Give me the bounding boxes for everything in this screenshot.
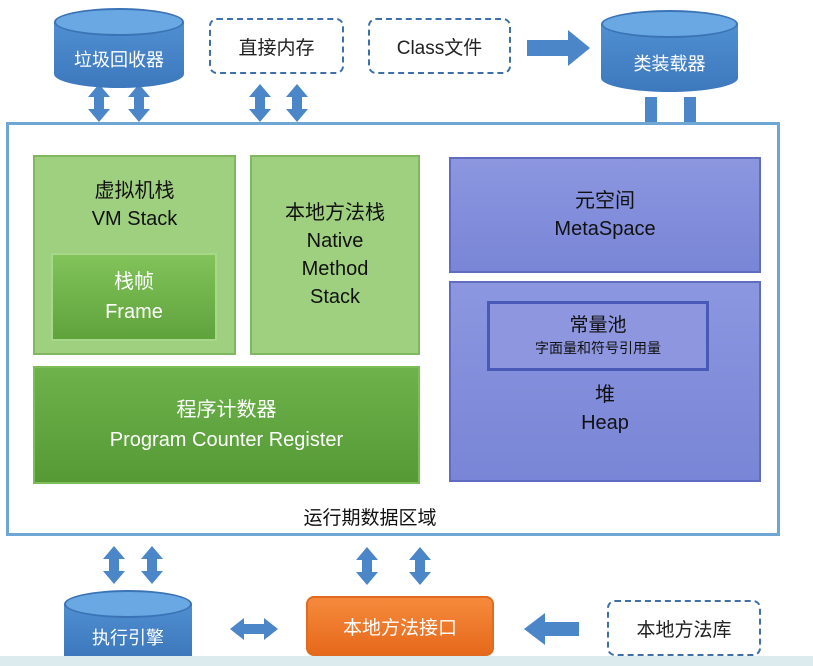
- class-loader-label: 类装载器: [633, 54, 706, 74]
- native-stack-line1: Native: [306, 230, 364, 252]
- cylinder-top: [64, 590, 192, 618]
- exec-arrow-left: [103, 546, 125, 584]
- heap-zh: 堆: [595, 384, 615, 406]
- execution-engine-cylinder: 执行引擎: [64, 590, 192, 656]
- vm-stack-en: VM Stack: [91, 208, 178, 230]
- frame-en: Frame: [105, 301, 163, 323]
- garbage-collector-label: 垃圾回收器: [74, 50, 164, 70]
- native-method-stack-box: 本地方法栈 Native Method Stack: [250, 155, 420, 355]
- class-loader-cylinder: 类装载器: [601, 10, 738, 92]
- native-stack-line2: Method: [301, 258, 369, 280]
- heap-en: Heap: [581, 412, 629, 434]
- program-counter-box: 程序计数器 Program Counter Register: [33, 366, 420, 484]
- heap-box: 常量池 字面量和符号引用量 堆 Heap: [449, 281, 761, 482]
- garbage-collector-cylinder: 垃圾回收器: [54, 8, 184, 88]
- constant-pool-box: 常量池 字面量和符号引用量: [487, 301, 709, 371]
- native-method-interface-box: 本地方法接口: [306, 596, 494, 656]
- direct-memory-arrow-right: [286, 84, 308, 122]
- direct-memory-arrow-left: [249, 84, 271, 122]
- vm-stack-zh: 虚拟机栈: [94, 180, 175, 202]
- class-file-box: Class文件: [368, 18, 511, 74]
- constant-pool-sub: 字面量和符号引用量: [535, 340, 661, 356]
- cylinder-top: [601, 10, 738, 38]
- pc-en: Program Counter Register: [109, 429, 344, 451]
- metaspace-en: MetaSpace: [554, 218, 656, 240]
- runtime-area-label: 运行期数据区域: [250, 502, 490, 530]
- direct-memory-box: 直接内存: [209, 18, 344, 74]
- native-stack-line3: Stack: [309, 286, 361, 308]
- frame-zh: 栈帧: [114, 271, 154, 293]
- exec-arrow-right: [141, 546, 163, 584]
- native-if-arrow-left: [356, 547, 378, 585]
- gc-arrow-right: [128, 84, 150, 122]
- native-lib-arrow: [524, 613, 579, 645]
- class-file-label: Class文件: [396, 37, 483, 59]
- pc-zh: 程序计数器: [176, 399, 277, 421]
- bottom-strip: [0, 656, 813, 666]
- direct-memory-label: 直接内存: [238, 37, 315, 59]
- gc-arrow-left: [88, 84, 110, 122]
- native-stack-zh: 本地方法栈: [285, 202, 385, 224]
- vm-stack-box: 虚拟机栈 VM Stack 栈帧 Frame: [33, 155, 236, 355]
- runtime-area-label-text: 运行期数据区域: [303, 507, 437, 529]
- frame-box: 栈帧 Frame: [51, 253, 217, 341]
- heap-title: 堆 Heap: [451, 381, 759, 437]
- execution-engine-label: 执行引擎: [92, 628, 164, 648]
- cylinder-top: [54, 8, 184, 36]
- constant-pool-zh: 常量池: [569, 315, 627, 336]
- class-file-arrow: [527, 30, 590, 66]
- vm-stack-title: 虚拟机栈 VM Stack: [35, 177, 234, 233]
- metaspace-zh: 元空间: [575, 190, 635, 212]
- native-method-interface-label: 本地方法接口: [342, 617, 457, 639]
- native-if-arrow-right: [409, 547, 431, 585]
- metaspace-box: 元空间 MetaSpace: [449, 157, 761, 273]
- native-method-library-label: 本地方法库: [636, 619, 732, 641]
- exec-native-arrow: [230, 618, 278, 640]
- native-method-library-box: 本地方法库: [607, 600, 761, 656]
